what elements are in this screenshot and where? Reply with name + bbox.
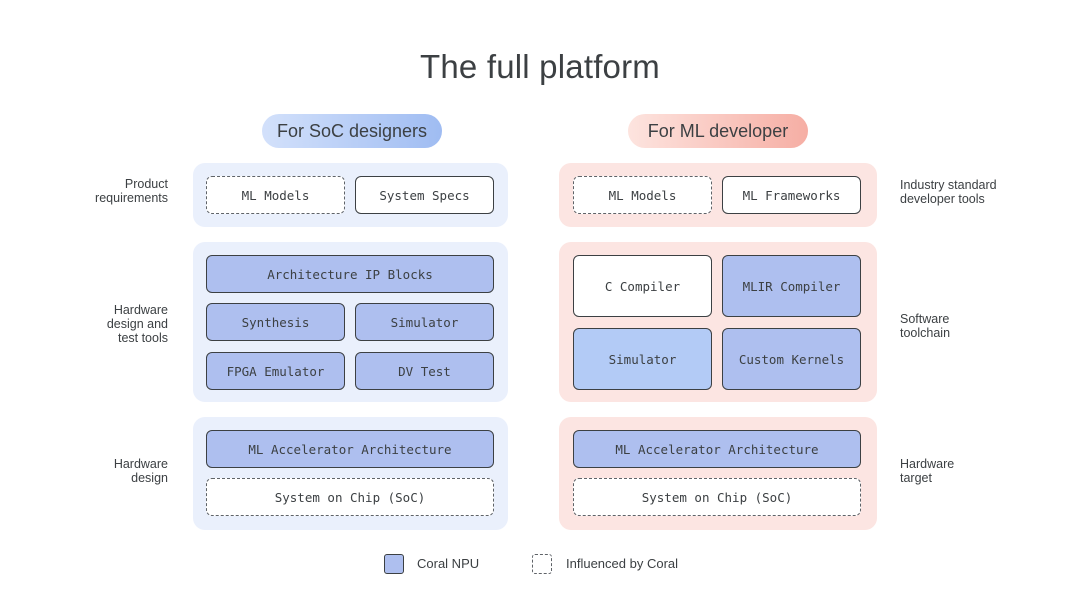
label-hardware-design-tools: Hardware design and test tools bbox=[106, 303, 168, 345]
ml-ml-accelerator-box: ML Accelerator Architecture bbox=[573, 430, 861, 468]
label-hardware-design: Hardware design bbox=[113, 457, 168, 485]
ml-hw-target-panel: ML Accelerator Architecture System on Ch… bbox=[559, 417, 877, 530]
page-title: The full platform bbox=[420, 48, 660, 85]
soc-synthesis-box: Synthesis bbox=[206, 303, 345, 341]
ml-dev-tools-panel: ML Models ML Frameworks bbox=[559, 163, 877, 227]
label-developer-tools: Industry standard developer tools bbox=[900, 178, 997, 206]
soc-hw-design-panel: ML Accelerator Architecture System on Ch… bbox=[193, 417, 508, 530]
ml-custom-kernels-box: Custom Kernels bbox=[722, 328, 861, 390]
ml-c-compiler-box: C Compiler bbox=[573, 255, 712, 317]
legend-influenced-swatch bbox=[532, 554, 552, 574]
ml-system-on-chip-box: System on Chip (SoC) bbox=[573, 478, 861, 516]
label-hardware-target: Hardware target bbox=[900, 457, 955, 485]
legend-influenced-label: Influenced by Coral bbox=[566, 556, 679, 571]
ml-mlir-compiler-box: MLIR Compiler bbox=[722, 255, 861, 317]
ml-ml-models-box: ML Models bbox=[573, 176, 712, 214]
ml-developer-header: For ML developer bbox=[628, 114, 808, 148]
soc-dv-test-box: DV Test bbox=[355, 352, 494, 390]
soc-product-panel: ML Models System Specs bbox=[193, 163, 508, 227]
soc-system-specs-box: System Specs bbox=[355, 176, 494, 214]
legend-npu-swatch bbox=[384, 554, 404, 574]
soc-hw-tools-panel: Architecture IP Blocks Synthesis Simulat… bbox=[193, 242, 508, 402]
soc-simulator-box: Simulator bbox=[355, 303, 494, 341]
soc-arch-ip-box: Architecture IP Blocks bbox=[206, 255, 494, 293]
legend-npu-label: Coral NPU bbox=[417, 556, 480, 571]
label-product-requirements: Product requirements bbox=[95, 177, 168, 205]
soc-system-on-chip-box: System on Chip (SoC) bbox=[206, 478, 494, 516]
soc-fpga-emulator-box: FPGA Emulator bbox=[206, 352, 345, 390]
soc-designers-header: For SoC designers bbox=[262, 114, 442, 148]
ml-toolchain-panel: C Compiler MLIR Compiler Simulator Custo… bbox=[559, 242, 877, 402]
ml-simulator-box: Simulator bbox=[573, 328, 712, 390]
soc-ml-accelerator-box: ML Accelerator Architecture bbox=[206, 430, 494, 468]
ml-frameworks-box: ML Frameworks bbox=[722, 176, 861, 214]
soc-ml-models-box: ML Models bbox=[206, 176, 345, 214]
label-software-toolchain: Software toolchain bbox=[900, 312, 951, 340]
